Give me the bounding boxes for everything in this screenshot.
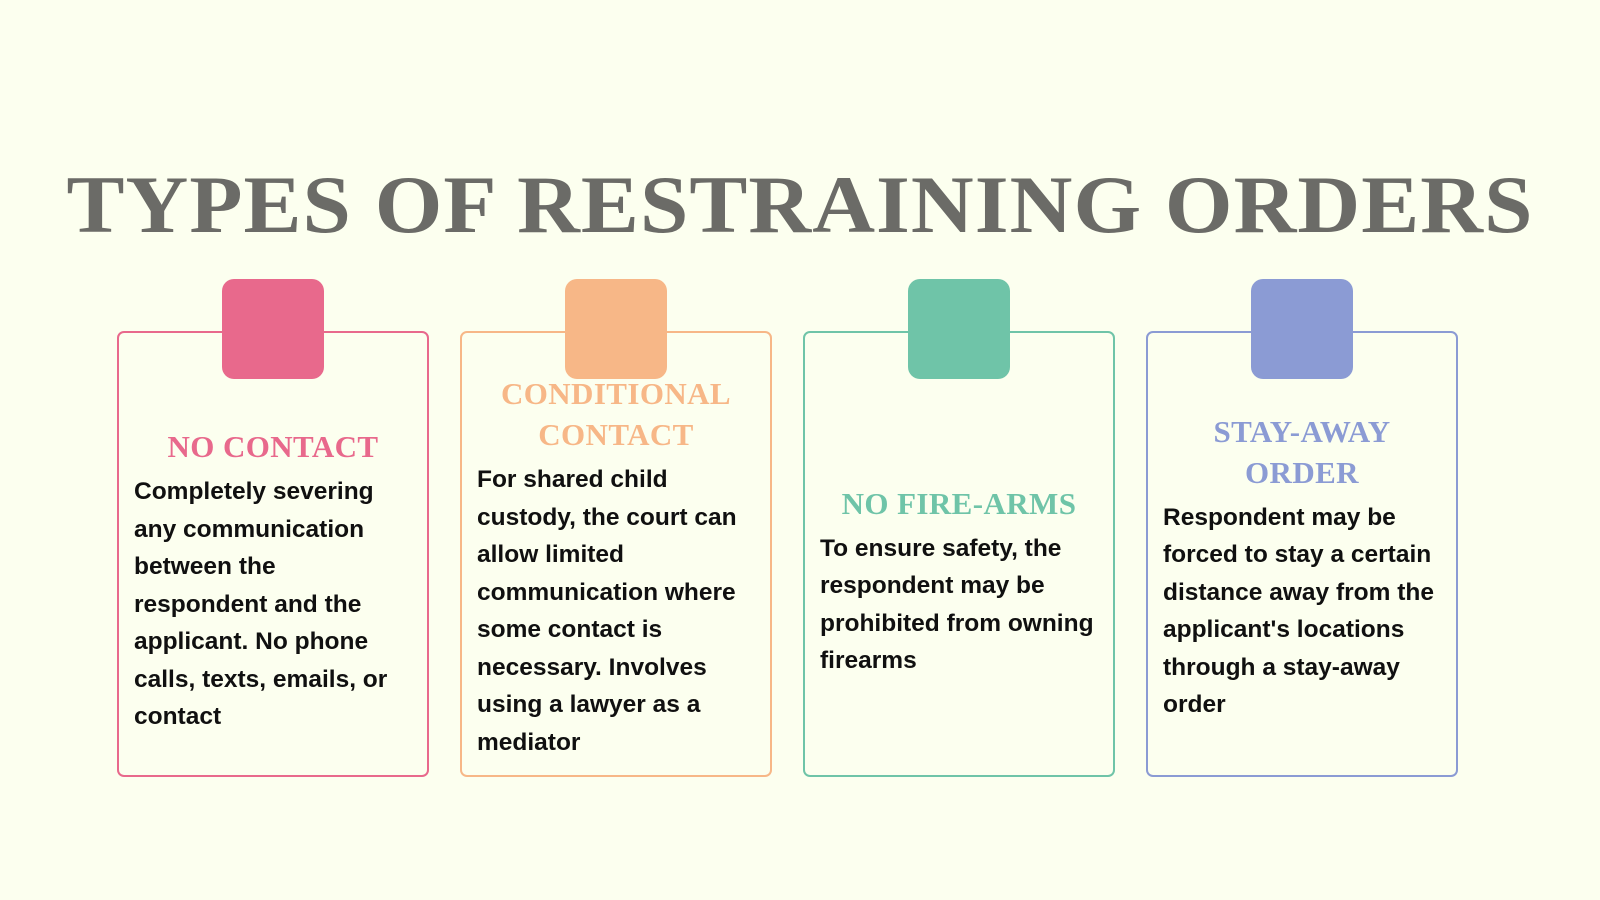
card-heading: NO FIRE-ARMS: [841, 485, 1077, 521]
card-content: NO FIRE-ARMS To ensure safety, the respo…: [803, 331, 1115, 777]
card-body-text: To ensure safety, the respondent may be …: [820, 534, 1094, 675]
card-tab-icon: [222, 279, 324, 379]
card-content: NO CONTACT Completely severing any commu…: [117, 331, 429, 777]
card-content: CONDITIONAL CONTACT For shared child cus…: [460, 331, 772, 777]
card-conditional-contact: CONDITIONAL CONTACT For shared child cus…: [460, 279, 772, 779]
cards-row: NO CONTACT Completely severing any commu…: [117, 279, 1483, 779]
card-no-fire-arms: NO FIRE-ARMS To ensure safety, the respo…: [803, 279, 1115, 779]
card-tab-icon: [908, 279, 1010, 379]
card-stay-away-order: STAY-AWAY ORDER Respondent may be forced…: [1146, 279, 1458, 779]
card-heading: NO CONTACT: [167, 429, 379, 465]
card-heading: STAY-AWAY ORDER: [1213, 413, 1391, 490]
card-body-text: Respondent may be forced to stay a certa…: [1163, 503, 1434, 719]
card-tab-icon: [565, 279, 667, 379]
card-body-text: For shared child custody, the court can …: [477, 466, 737, 756]
card-tab-icon: [1251, 279, 1353, 379]
card-body-text: Completely severing any communication be…: [134, 478, 388, 731]
page-title: TYPES OF RESTRAINING ORDERS: [66, 158, 1534, 250]
card-no-contact: NO CONTACT Completely severing any commu…: [117, 279, 429, 779]
card-content: STAY-AWAY ORDER Respondent may be forced…: [1146, 331, 1458, 777]
card-heading: CONDITIONAL CONTACT: [500, 376, 732, 452]
